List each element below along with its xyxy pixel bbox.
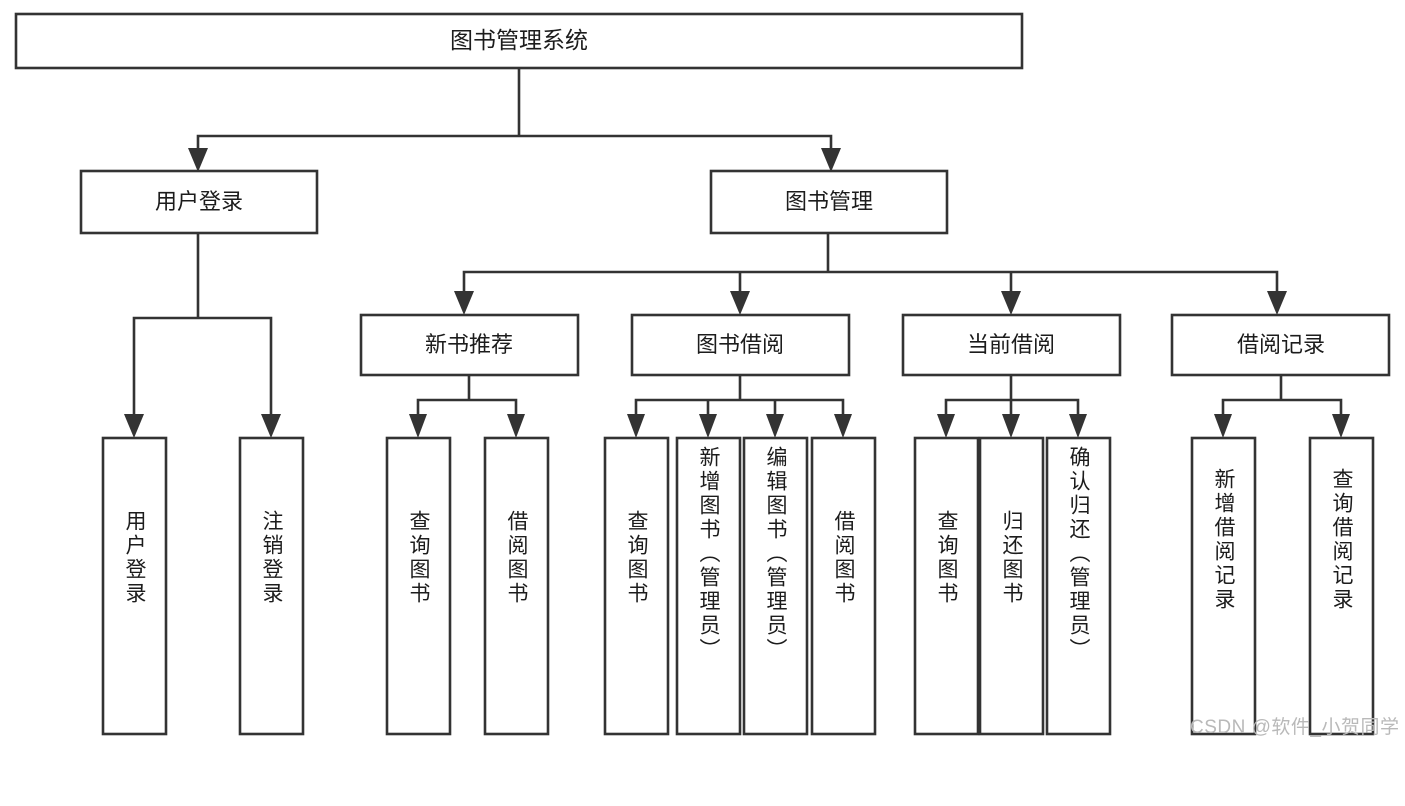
node-book-borrow-box[interactable] (630, 313, 851, 377)
node-book-management-box[interactable] (709, 169, 949, 235)
arrow-icon (730, 291, 750, 315)
node-new-book-recommend[interactable]: 新书推荐 (359, 313, 580, 377)
arrow-icon (454, 291, 474, 315)
leaf-box-confirm-return-admin[interactable] (1045, 436, 1112, 736)
arrow-icon (1069, 414, 1087, 438)
node-book-borrow-label: 图书借阅 (696, 332, 784, 357)
arrow-icon (1332, 414, 1350, 438)
node-login-label: 用户登录 (155, 189, 243, 214)
leaf-box-borrow-book[interactable] (810, 436, 877, 736)
node-borrow-records-box[interactable] (1170, 313, 1391, 377)
arrow-icon (1214, 414, 1232, 438)
arrow-icon (261, 414, 281, 438)
node-login-box[interactable] (79, 169, 319, 235)
leaf-box-borrow-book-new[interactable] (483, 436, 550, 736)
system-function-tree-diagram: 图书管理系统 用户登录 图书管理 新书推荐 图书借阅 当前借阅 借阅记录 (14, 12, 1391, 736)
node-book-management-label: 图书管理 (785, 189, 873, 214)
leaf-box-query-book-borrow[interactable] (603, 436, 670, 736)
node-login[interactable]: 用户登录 (79, 169, 319, 235)
arrow-icon (1001, 291, 1021, 315)
arrowhead-layer (124, 148, 1350, 438)
node-borrow-records[interactable]: 借阅记录 (1170, 313, 1391, 377)
leaf-box-add-book-admin[interactable] (675, 436, 742, 736)
leaf-box-layer (101, 436, 1375, 736)
diagram-canvas: 图书管理系统 用户登录 图书管理 新书推荐 图书借阅 当前借阅 借阅记录 (14, 12, 1400, 738)
arrow-icon (1267, 291, 1287, 315)
connector-current-bus (944, 373, 1080, 429)
node-current-borrow-box[interactable] (901, 313, 1122, 377)
node-current-borrow[interactable]: 当前借阅 (901, 313, 1122, 377)
connector-newbook-bus (416, 373, 518, 429)
arrow-icon (409, 414, 427, 438)
node-new-book-recommend-label: 新书推荐 (425, 332, 513, 357)
node-new-book-recommend-box[interactable] (359, 313, 580, 377)
connector-layer (132, 66, 1343, 429)
node-root-label: 图书管理系统 (450, 27, 588, 53)
node-root[interactable]: 图书管理系统 (14, 12, 1024, 70)
leaf-box-query-book-current[interactable] (913, 436, 980, 736)
connector-bookmgmt-bus (462, 231, 1279, 305)
arrow-icon (627, 414, 645, 438)
connector-records-bus (1221, 373, 1343, 429)
node-root-box[interactable] (14, 12, 1024, 70)
arrow-icon (834, 414, 852, 438)
arrow-icon (507, 414, 525, 438)
leaf-box-add-borrow-record[interactable] (1190, 436, 1257, 736)
leaf-box-user-login[interactable] (101, 436, 168, 736)
leaf-box-query-book-new[interactable] (385, 436, 452, 736)
csdn-watermark: CSDN @软件_小贺同学 (1190, 717, 1400, 738)
arrow-icon (1002, 414, 1020, 438)
connector-borrow-bus (634, 373, 845, 429)
node-borrow-records-label: 借阅记录 (1237, 332, 1325, 357)
leaf-box-logout[interactable] (238, 436, 305, 736)
node-book-borrow[interactable]: 图书借阅 (630, 313, 851, 377)
arrow-icon (699, 414, 717, 438)
leaf-box-query-borrow-record[interactable] (1308, 436, 1375, 736)
arrow-icon (766, 414, 784, 438)
arrow-icon (124, 414, 144, 438)
connector-login-bus (132, 231, 273, 429)
leaf-box-return-book[interactable] (978, 436, 1045, 736)
connector-root-bus (196, 66, 833, 162)
arrow-icon (188, 148, 208, 172)
leaf-box-edit-book-admin[interactable] (742, 436, 809, 736)
node-book-management[interactable]: 图书管理 (709, 169, 949, 235)
arrow-icon (821, 148, 841, 172)
node-current-borrow-label: 当前借阅 (967, 332, 1055, 357)
arrow-icon (937, 414, 955, 438)
